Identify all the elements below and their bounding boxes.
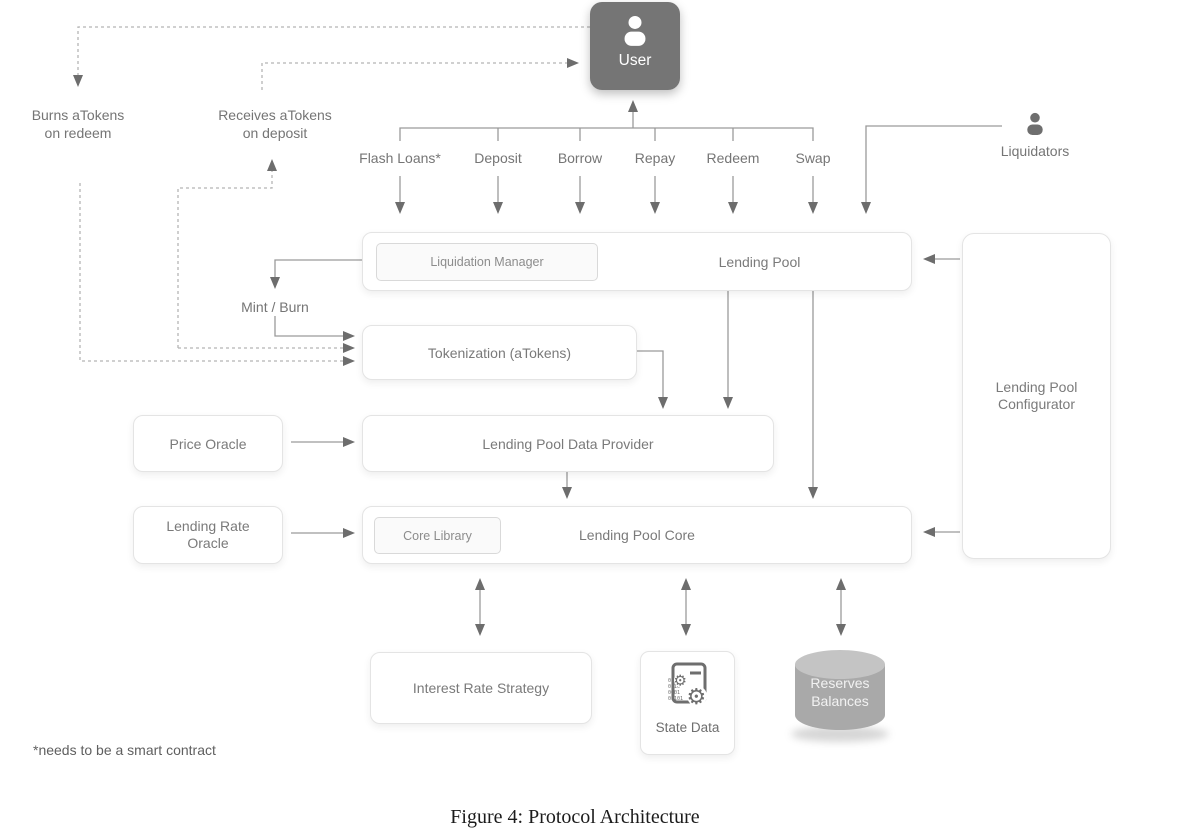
user-icon xyxy=(624,15,646,46)
interest-rate-strategy-box: Interest Rate Strategy xyxy=(370,652,592,724)
burns-atokens-note: Burns aTokens on redeem xyxy=(31,107,125,141)
connector-action-bus xyxy=(399,127,814,141)
liquidation-manager-box: Liquidation Manager xyxy=(376,243,598,281)
dashed-receives-note-branch-up xyxy=(177,159,277,348)
price-oracle-box: Price Oracle xyxy=(133,415,283,472)
configurator-box: Lending Pool Configurator xyxy=(962,233,1111,559)
svg-text:0001: 0001 xyxy=(668,690,680,696)
arrow-liquidators-to-lending-pool xyxy=(861,125,1002,214)
state-data-box: 01 0110 0001 01101 ⚙ ⚙ State Data xyxy=(640,651,735,755)
price-oracle-label: Price Oracle xyxy=(169,435,247,452)
arrow-lending-pool-to-mint-burn xyxy=(270,259,362,289)
core-box: Core Library Lending Pool Core xyxy=(362,506,912,564)
tokenization-box: Tokenization (aTokens) xyxy=(362,325,637,380)
lending-rate-oracle-box: Lending Rate Oracle xyxy=(133,506,283,564)
tokenization-label: Tokenization (aTokens) xyxy=(427,344,572,361)
user-node: User xyxy=(590,2,680,90)
liquidators-label: Liquidators xyxy=(1000,143,1070,159)
core-library-box: Core Library xyxy=(374,517,501,554)
arrow-tokenization-to-data-provider xyxy=(637,350,668,409)
cylinder-shadow xyxy=(791,726,889,742)
liquidators-icon xyxy=(1027,112,1043,135)
state-data-icon: 01 0110 0001 01101 ⚙ ⚙ xyxy=(668,662,707,710)
lending-pool-box: Liquidation Manager Lending Pool xyxy=(362,232,912,291)
receives-atokens-note: Receives aTokens on deposit xyxy=(218,107,332,141)
core-library-label: Core Library xyxy=(403,528,472,543)
reserves-balances-db: Reserves Balances xyxy=(791,650,889,745)
svg-text:0110: 0110 xyxy=(668,684,680,690)
liquidation-manager-label: Liquidation Manager xyxy=(430,255,544,269)
configurator-label: Lending Pool Configurator xyxy=(995,378,1078,413)
dashed-receives-note-to-user xyxy=(261,58,579,90)
action-label-borrow: Borrow xyxy=(557,150,603,166)
svg-text:01101: 01101 xyxy=(668,696,683,702)
cylinder-top xyxy=(795,650,885,679)
action-label-redeem: Redeem xyxy=(706,150,760,166)
data-provider-box: Lending Pool Data Provider xyxy=(362,415,774,472)
figure-caption: Figure 4: Protocol Architecture xyxy=(450,806,700,828)
svg-text:01: 01 xyxy=(668,678,674,684)
action-label-flash-loans: Flash Loans* xyxy=(359,150,441,166)
user-label: User xyxy=(618,52,652,69)
reserves-balances-label: Reserves Balances xyxy=(810,675,870,710)
smart-contract-footnote: *needs to be a smart contract xyxy=(33,742,216,758)
action-label-repay: Repay xyxy=(634,150,676,166)
action-label-swap: Swap xyxy=(795,150,831,166)
mint-burn-label: Mint / Burn xyxy=(241,299,309,315)
action-label-deposit: Deposit xyxy=(474,150,522,166)
dashed-user-to-burns-note xyxy=(73,26,590,87)
state-data-label: State Data xyxy=(655,720,720,735)
dashed-burns-note-to-tokenization xyxy=(79,183,355,366)
lending-pool-label: Lending Pool xyxy=(718,253,801,270)
core-label: Lending Pool Core xyxy=(579,527,695,543)
interest-rate-strategy-label: Interest Rate Strategy xyxy=(412,680,550,696)
svg-text:⚙: ⚙ xyxy=(673,672,686,690)
svg-text:⚙: ⚙ xyxy=(686,685,706,710)
arrow-mint-burn-to-tokenization xyxy=(274,316,355,341)
lending-rate-oracle-label: Lending Rate Oracle xyxy=(166,517,250,552)
data-provider-label: Lending Pool Data Provider xyxy=(482,435,654,452)
